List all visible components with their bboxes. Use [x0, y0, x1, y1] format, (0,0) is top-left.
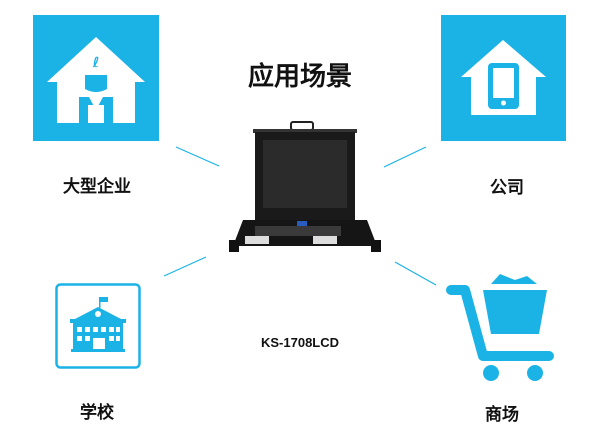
product-model: KS-1708LCD — [260, 335, 340, 350]
connector-line — [394, 261, 437, 286]
scenario-label-company: 公司 — [490, 178, 524, 198]
shopping-cart-icon — [446, 274, 554, 381]
scenario-label-school: 学校 — [80, 403, 114, 423]
enterprise-house-icon: ℓ — [33, 15, 159, 141]
connector-line — [163, 256, 207, 277]
scenario-label-mall: 商场 — [485, 405, 519, 425]
scenario-label-enterprise: 大型企业 — [63, 177, 131, 197]
svg-text:ℓ: ℓ — [92, 55, 100, 71]
connector-line — [175, 146, 220, 167]
connector-line — [383, 146, 427, 168]
page-title: 应用场景 — [247, 62, 353, 92]
company-house-phone-icon — [441, 15, 566, 141]
kvm-console-image — [229, 121, 381, 252]
school-icon — [55, 283, 141, 369]
